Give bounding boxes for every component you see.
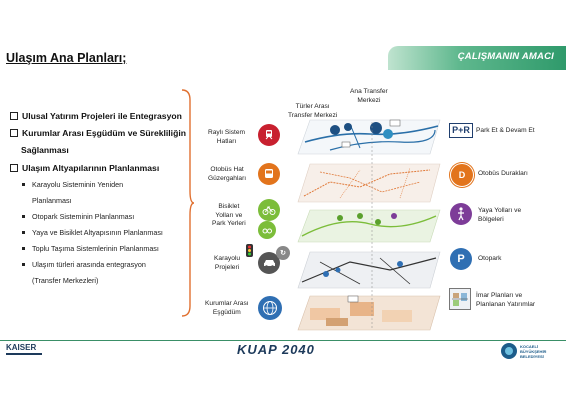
sub-item-label: Toplu Taşıma Sistemlerinin Planlanması — [32, 244, 159, 253]
list-item-continuation: Sağlanması — [21, 145, 69, 155]
kaiser-logo-underline — [6, 353, 42, 355]
bullet-icon — [22, 182, 25, 186]
list-item-label: Ulaşım Altyapılarının Planlanması — [22, 163, 160, 173]
sub-item: Otopark Sisteminin Planlanması — [22, 212, 134, 221]
bicycle-icon — [258, 199, 280, 221]
bus-stops-label: Otobüs Durakları — [478, 170, 528, 177]
bus-layer — [297, 163, 441, 203]
sub-item-label: Yaya ve Bisiklet Altyapısının Planlanmas… — [32, 228, 163, 237]
bullet-icon — [22, 214, 25, 218]
kaiser-logo: KAISER — [6, 343, 37, 352]
bicycle-layer — [297, 209, 441, 243]
list-item: Ulusal Yatırım Projeleri ile Entegrasyon — [10, 111, 182, 121]
bus-icon — [258, 163, 280, 185]
traffic-light-icon — [246, 244, 253, 262]
zoning-plan-icon — [449, 288, 471, 310]
list-item: Kurumlar Arası Eşgüdüm ve Sürekliliğin — [10, 128, 186, 138]
sub-item-label: Ulaşım türleri arasında entegrasyon — [32, 260, 146, 269]
road-layer — [297, 251, 441, 289]
rail-icon — [258, 124, 280, 146]
kuap-2040-logo: KUAP 2040 — [237, 342, 315, 357]
sub-item-label: Otopark Sisteminin Planlanması — [32, 212, 135, 221]
bullet-icon — [22, 246, 25, 250]
park-and-ride-icon: P+R — [449, 123, 473, 138]
bicycle-parking-icon — [258, 221, 276, 239]
checkbox-bullet-icon — [10, 111, 18, 120]
banner-label: ÇALIŞMANIN AMACI — [457, 51, 554, 62]
roundabout-icon: ↻ — [276, 246, 290, 260]
sub-item: Ulaşım türleri arasında entegrasyon — [22, 260, 146, 269]
checkbox-bullet-icon — [10, 163, 18, 172]
list-item-label: Ulusal Yatırım Projeleri ile Entegrasyon — [22, 111, 182, 121]
sub-item-continuation: (Transfer Merkezleri) — [32, 276, 99, 285]
pedestrian-icon — [450, 203, 472, 225]
municipality-logo-icon — [500, 342, 518, 365]
park-and-ride-label: Park Et & Devam Et — [476, 127, 535, 134]
zoning-layer — [297, 295, 441, 331]
curly-brace — [181, 89, 194, 317]
layered-map-diagram — [297, 119, 441, 331]
slide-title: Ulaşım Ana Planları; — [6, 51, 127, 65]
rail-layer — [297, 119, 441, 155]
bullet-icon — [22, 230, 25, 234]
sub-item-continuation: Planlanması — [32, 196, 72, 205]
sub-item: Karayolu Sisteminin Yeniden — [22, 180, 123, 189]
section-banner: ÇALIŞMANIN AMACI — [388, 46, 566, 70]
list-item: Ulaşım Altyapılarının Planlanması — [10, 163, 159, 173]
parking-label: Otopark — [478, 255, 502, 262]
checkbox-bullet-icon — [10, 128, 18, 137]
sub-item: Toplu Taşıma Sistemlerinin Planlanması — [22, 244, 159, 253]
sub-item-label: Karayolu Sisteminin Yeniden — [32, 180, 124, 189]
globe-icon — [258, 296, 282, 320]
bullet-icon — [22, 262, 25, 266]
bus-stop-icon: D — [450, 163, 474, 187]
sub-item: Yaya ve Bisiklet Altyapısının Planlanmas… — [22, 228, 163, 237]
car-icon — [258, 252, 280, 274]
footer-divider — [0, 340, 566, 341]
parking-icon: P — [450, 248, 472, 270]
list-item-label: Kurumlar Arası Eşgüdüm ve Sürekliliğin — [22, 128, 186, 138]
